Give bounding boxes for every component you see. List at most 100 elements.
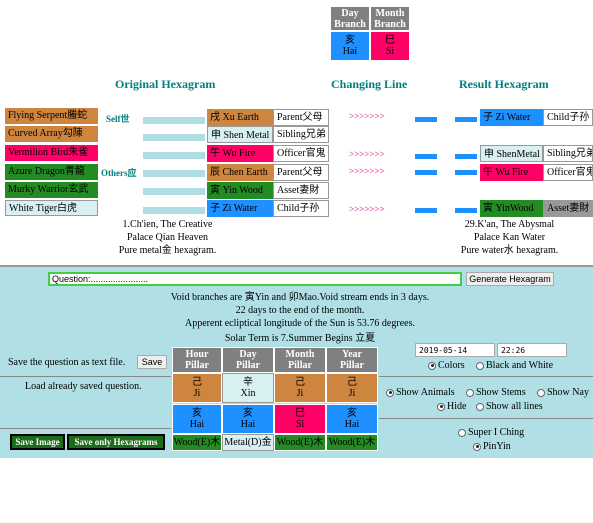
save-image-button[interactable]: Save Image [10, 434, 65, 450]
original-line-2 [143, 188, 205, 195]
result-caption-line: 29.K'an, The Abysmal [464, 219, 555, 230]
original-branch-1: 子 Zi Water [207, 200, 273, 217]
result-branch-3: 午 Wu Fire [480, 164, 543, 181]
divider-line [0, 428, 171, 429]
hour-element-cell: Wood(E)木 [172, 434, 222, 451]
original-hexagram-title: Original Hexagram [115, 77, 216, 91]
radio-selected-icon [428, 361, 436, 370]
black-white-option[interactable]: Black and White [476, 360, 553, 371]
changing-arrow-6: >>>>>>> [349, 111, 385, 121]
original-line-6 [143, 117, 205, 124]
divider-line [379, 418, 593, 419]
changing-mark-4 [415, 154, 437, 159]
date-input[interactable] [415, 343, 495, 357]
original-relation-1: Child子孙 [273, 200, 329, 217]
day-element-cell: Metal(D)金 [222, 434, 274, 451]
result-caption: 29.K'an, The Abysmal Palace Kan Water Pu… [447, 218, 572, 257]
generate-hexagram-button[interactable]: Generate Hexagram [466, 272, 554, 286]
result-branch-4: 申 ShenMetal [480, 145, 543, 162]
spirit-flying-serpent: Flying Serpent螣蛇 [5, 108, 98, 124]
year-element-cell: Wood(E)木 [326, 434, 378, 451]
show-nayin-option[interactable]: Show Nay [537, 387, 589, 398]
year-pillar-header: Year Pillar [326, 347, 378, 373]
original-caption-line: Palace Qian Heaven [126, 232, 209, 243]
colors-option[interactable]: Colors [428, 360, 465, 371]
changing-mark-1 [415, 208, 437, 213]
original-line-5 [143, 134, 205, 141]
days-to-end-text: 22 days to the end of the month. [235, 305, 365, 316]
time-input[interactable] [497, 343, 567, 357]
original-line-4 [143, 152, 205, 159]
result-line-1a [455, 208, 477, 213]
radio-selected-icon [386, 388, 394, 397]
result-relation-3: Officer官鬼 [543, 164, 593, 181]
radio-icon [476, 402, 484, 411]
load-question-text: Load already saved question. [25, 381, 142, 392]
save-button[interactable]: Save [137, 355, 167, 369]
show-all-lines-option[interactable]: Show all lines [476, 401, 543, 412]
pinyin-option[interactable]: PinYin [473, 441, 511, 452]
radio-icon [458, 428, 466, 437]
result-branch-6: 子 Zi Water [480, 109, 543, 126]
spirit-curved-array: Curved Array勾陳 [5, 126, 98, 142]
hide-option[interactable]: Hide [437, 401, 466, 412]
original-branch-5: 申 Shen Metal [207, 126, 273, 143]
spirit-white-tiger: White Tiger白虎 [5, 200, 98, 216]
spirit-azure-dragon: Azure Dragon青龍 [5, 164, 98, 180]
radio-icon [476, 361, 484, 370]
result-line-3a [455, 170, 477, 175]
spirit-murky-warrior: Murky Warrior玄武 [5, 182, 98, 198]
day-branch-header: Day Branch [330, 6, 370, 31]
original-relation-4: Officer官鬼 [273, 145, 329, 162]
others-marker: Others应 [101, 168, 137, 178]
original-branch-3: 辰 Chen Earth [207, 164, 273, 181]
radio-icon [537, 388, 545, 397]
show-stems-option[interactable]: Show Stems [466, 387, 526, 398]
divider-line [379, 376, 593, 377]
solar-term-text: Solar Term is 7.Summer Begins 立夏 [224, 333, 376, 344]
month-element-cell: Wood(E)木 [274, 434, 326, 451]
info-text: Void branches are 寅Yin and 卯Mao.Void str… [100, 291, 500, 345]
question-input[interactable] [48, 272, 462, 286]
original-relation-5: Sibling兄弟 [273, 126, 329, 143]
original-relation-2: Asset妻財 [273, 182, 329, 199]
original-line-3 [143, 170, 205, 177]
month-branch-header: Month Branch [370, 6, 410, 31]
result-caption-line: Palace Kan Water [473, 232, 546, 243]
original-branch-6: 戌 Xu Earth [207, 109, 273, 126]
result-relation-1: Asset妻財 [543, 200, 593, 217]
original-branch-2: 寅 Yin Wood [207, 182, 273, 199]
original-relation-6: Parent父母 [273, 109, 329, 126]
show-animals-option[interactable]: Show Animals [386, 387, 455, 398]
month-pillar-header: Month Pillar [274, 347, 326, 373]
result-line-6a [455, 117, 477, 122]
result-relation-4: Sibling兄弟 [543, 145, 593, 162]
result-hexagram-title: Result Hexagram [459, 77, 549, 91]
super-iching-option[interactable]: Super I Ching [458, 427, 524, 438]
original-relation-3: Parent父母 [273, 164, 329, 181]
sun-longitude-text: Apperent ecliptical longitude of the Sun… [185, 318, 415, 329]
original-caption: 1.Ch'ien, The Creative Palace Qian Heave… [105, 218, 230, 257]
changing-line-title: Changing Line [331, 77, 408, 91]
result-branch-1: 寅 YinWood [480, 200, 543, 217]
original-branch-4: 午 Wu Fire [207, 145, 273, 162]
save-question-text: Save the question as text file. [8, 357, 126, 368]
changing-mark-3 [415, 170, 437, 175]
spirit-vermilion-bird: Vermilion Bird朱雀 [5, 145, 98, 161]
save-hexagrams-button[interactable]: Save only Hexagrams [67, 434, 165, 450]
changing-arrow-4: >>>>>>> [349, 149, 385, 159]
radio-icon [466, 388, 474, 397]
changing-mark-6 [415, 117, 437, 122]
hour-pillar-header: Hour Pillar [172, 347, 222, 373]
result-caption-line: Pure water水 hexagram. [460, 245, 559, 256]
self-marker: Self世 [106, 114, 130, 124]
